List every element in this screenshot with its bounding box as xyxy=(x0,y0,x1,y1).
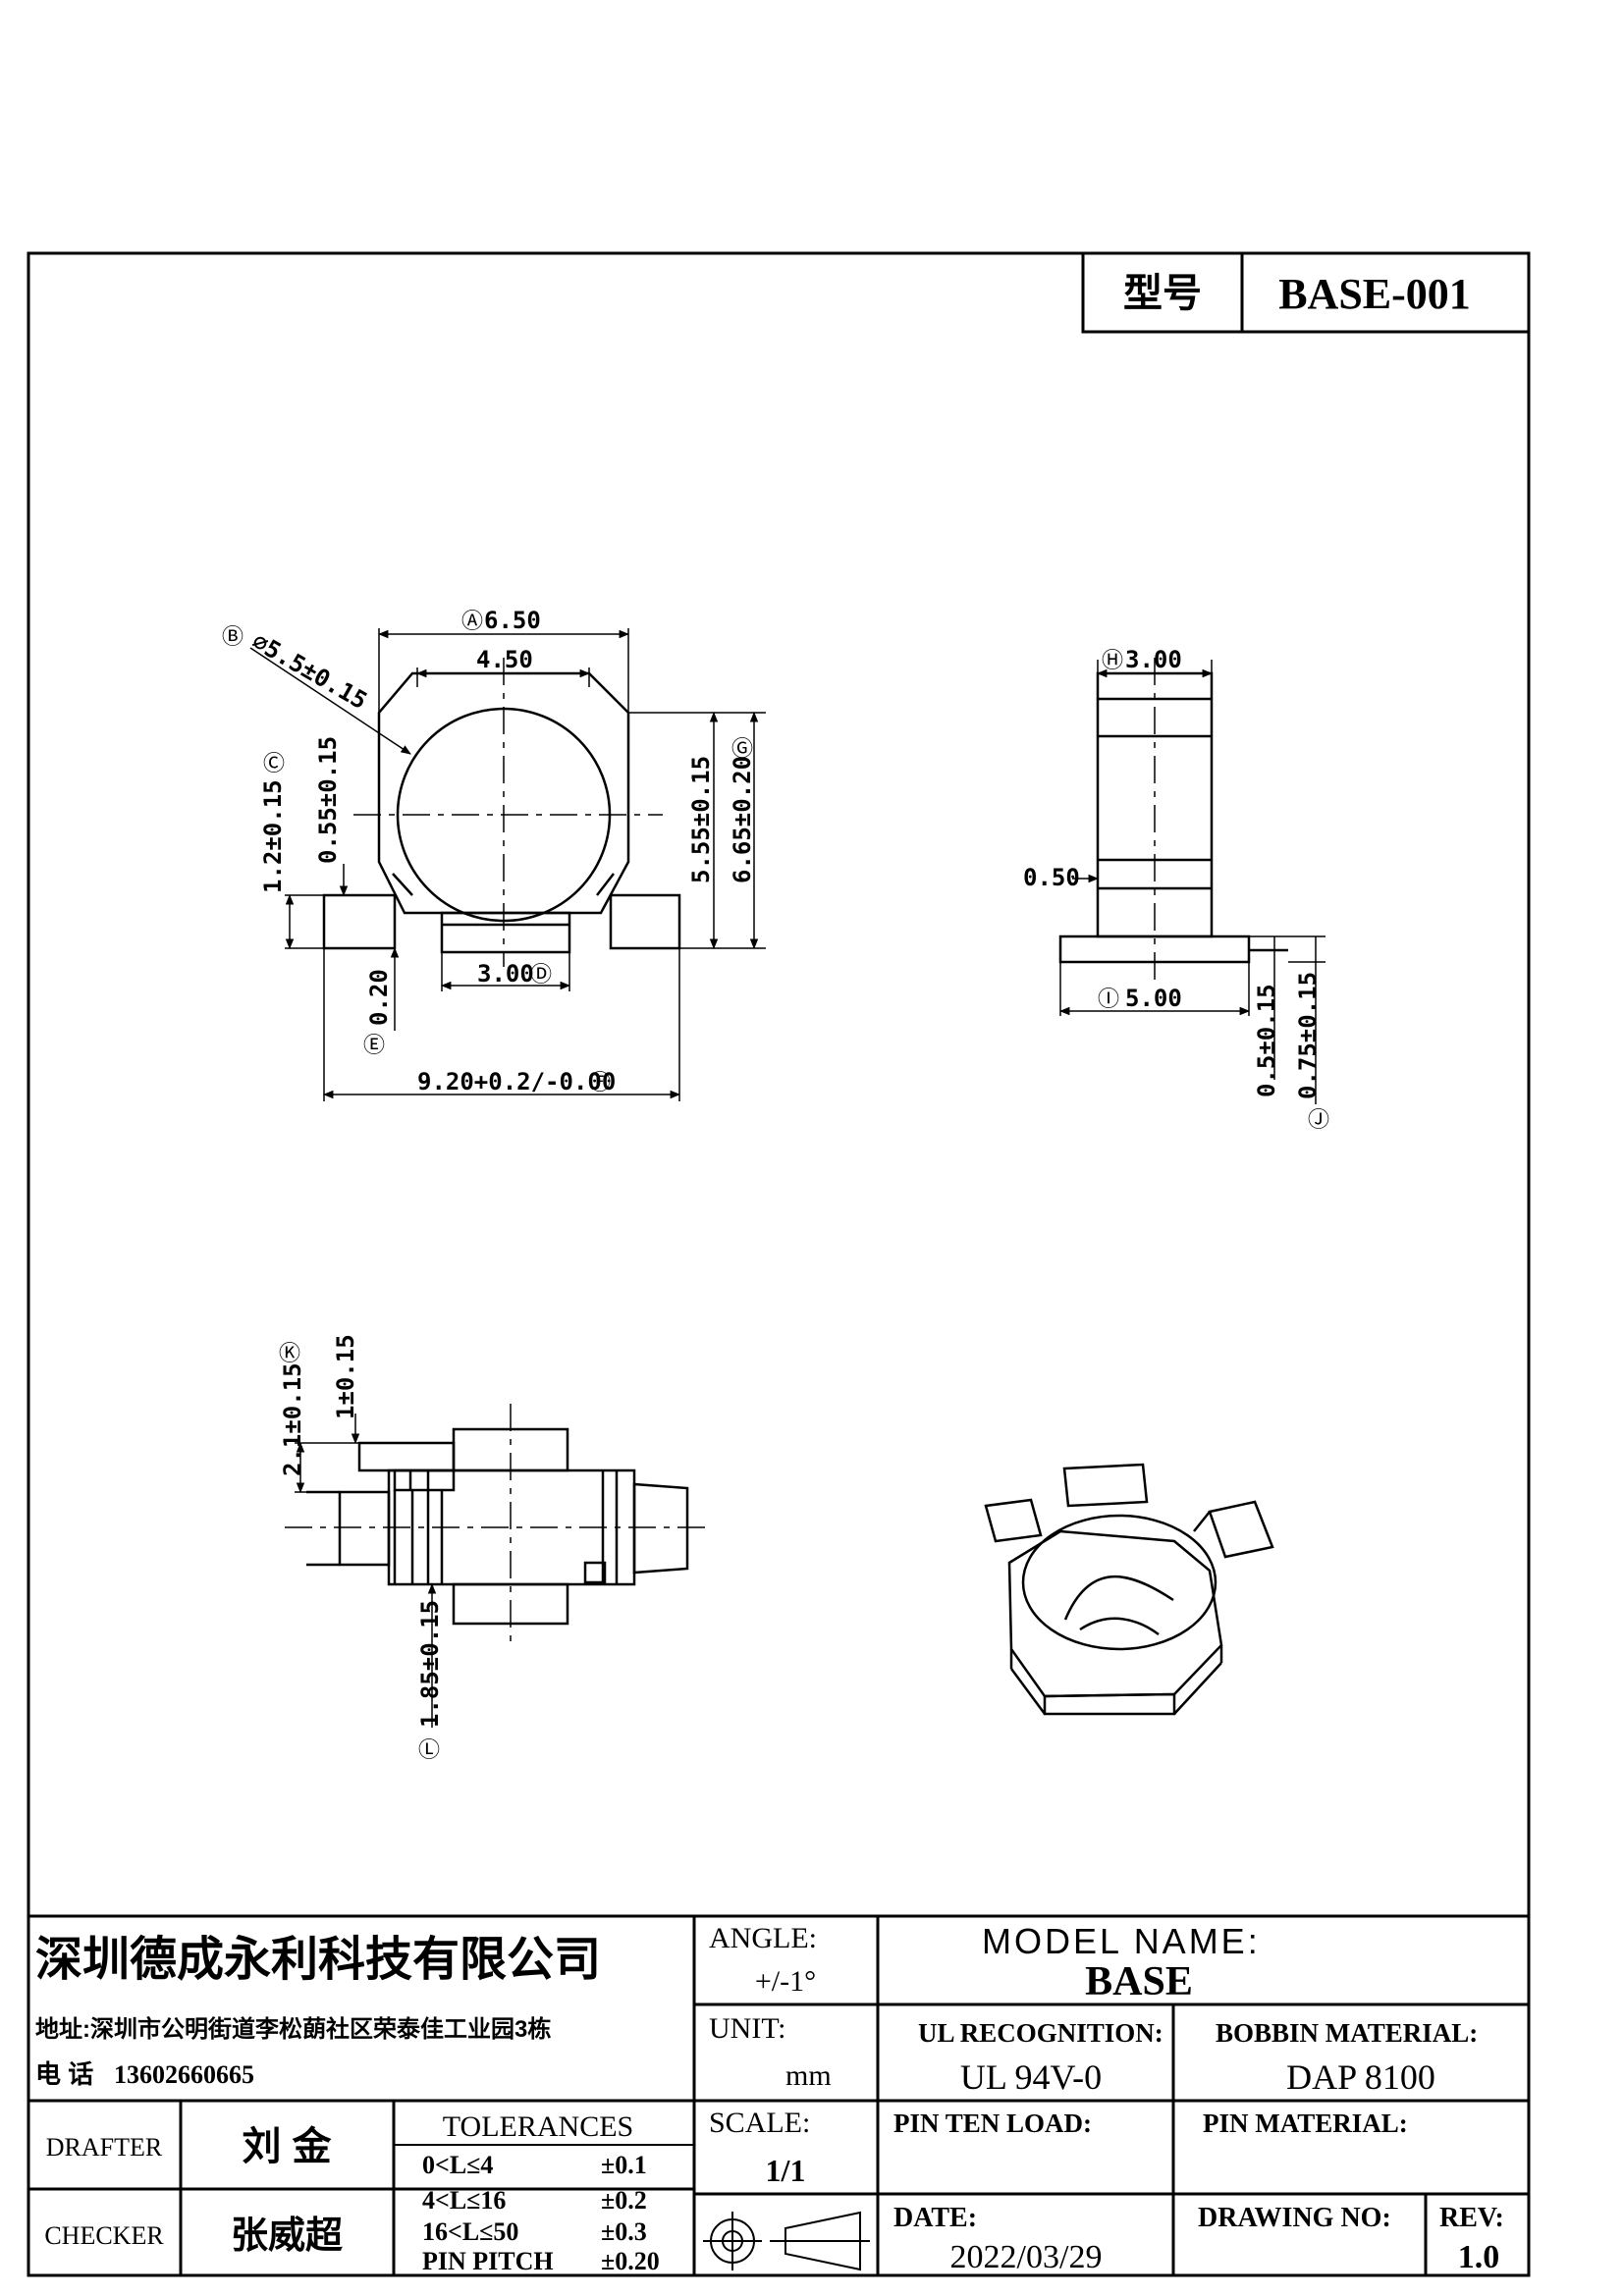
date-label: DATE: xyxy=(893,2203,977,2233)
top-view xyxy=(249,628,766,1101)
ul-value: UL 94V-0 xyxy=(960,2057,1102,2097)
model-name-value: BASE xyxy=(1085,1959,1193,2004)
dim-j2-value: 0.75±0.15 xyxy=(1294,972,1322,1099)
dim-c2-value: 0.55±0.15 xyxy=(314,736,342,864)
dim-g2-value: 6.65±0.20 xyxy=(729,756,756,883)
front-view-left-pin xyxy=(338,1490,391,1567)
dim-d-value: 3.00 xyxy=(477,960,534,988)
unit-value: mm xyxy=(785,2059,832,2092)
pin-load-label: PIN TEN LOAD: xyxy=(893,2109,1092,2138)
dim-e-label: Ⓔ xyxy=(363,1033,385,1057)
scale-value: 1/1 xyxy=(766,2153,806,2188)
dim-b-value: ⌀5.5±0.15 xyxy=(247,627,372,715)
dim-d-label: Ⓓ xyxy=(530,962,552,987)
tolerance-range-4: PIN PITCH xyxy=(422,2247,554,2275)
dim-l-label: Ⓛ xyxy=(418,1737,440,1762)
tolerance-range-3: 16<L≤50 xyxy=(422,2217,518,2246)
bobbin-label: BOBBIN MATERIAL: xyxy=(1216,2018,1478,2048)
title-block xyxy=(28,1914,1529,2275)
title-block-text: 深圳德成永利科技有限公司 地址:深圳市公明街道李松蓢社区荣泰佳工业园3栋 电 话… xyxy=(35,1921,1504,2275)
scale-label: SCALE: xyxy=(709,2107,810,2139)
dim-j-label: Ⓙ xyxy=(1308,1107,1329,1132)
tolerance-value-4: ±0.20 xyxy=(601,2247,660,2275)
dim-050-value: 0.50 xyxy=(1023,864,1080,891)
header-model-label: 型号 xyxy=(1123,272,1202,315)
tolerances-label: TOLERANCES xyxy=(443,2110,633,2143)
dim-k-label: Ⓚ xyxy=(279,1341,300,1365)
angle-label: ANGLE: xyxy=(709,1922,817,1954)
tolerance-range-2: 4<L≤16 xyxy=(422,2186,506,2215)
dim-h-label: Ⓗ xyxy=(1102,648,1123,672)
side-view-labels: Ⓗ 3.00 0.50 Ⓘ 5.00 0.5±0.15 0.75±0.15 Ⓙ xyxy=(1023,646,1329,1132)
dim-l-value: 1.85±0.15 xyxy=(416,1600,444,1728)
checker-value: 张威超 xyxy=(231,2216,344,2257)
tolerance-value-3: ±0.3 xyxy=(601,2217,647,2246)
pin-material-label: PIN MATERIAL: xyxy=(1203,2109,1408,2138)
dim-g1-value: 5.55±0.15 xyxy=(687,756,715,883)
drafter-value: 刘 金 xyxy=(242,2124,332,2168)
dim-i-value: 5.00 xyxy=(1125,985,1182,1012)
phone-label: 电 话 xyxy=(35,2059,93,2089)
dim-c1-value: 1.2±0.15 xyxy=(259,779,287,893)
dim-k1-value: 2.1±0.15 xyxy=(279,1362,306,1476)
front-view-labels: Ⓚ 2.1±0.15 1±0.15 1.85±0.15 Ⓛ xyxy=(279,1334,444,1762)
tolerance-value-1: ±0.1 xyxy=(601,2151,647,2179)
dim-i-label: Ⓘ xyxy=(1098,987,1119,1011)
tolerance-range-1: 0<L≤4 xyxy=(422,2151,493,2179)
phone-number: 13602660665 xyxy=(114,2060,254,2089)
angle-value: +/-1° xyxy=(755,1965,816,1998)
drafter-label: DRAFTER xyxy=(46,2133,163,2162)
top-view-left-tab xyxy=(322,893,397,950)
top-view-body xyxy=(377,671,630,915)
dim-f-value: 9.20+0.2/-0.00 xyxy=(417,1068,616,1095)
side-view xyxy=(1058,658,1325,1104)
date-value: 2022/03/29 xyxy=(950,2239,1103,2275)
dim-e-value: 0.20 xyxy=(365,969,393,1026)
unit-label: UNIT: xyxy=(709,2012,786,2045)
drawing-frame xyxy=(27,251,1531,2277)
tolerance-value-2: ±0.2 xyxy=(601,2186,647,2215)
company-name: 深圳德成永利科技有限公司 xyxy=(35,1934,601,1986)
isometric-view xyxy=(984,1463,1274,1716)
top-view-bottom-tab xyxy=(440,911,571,954)
drawing-no-label: DRAWING NO: xyxy=(1198,2203,1391,2233)
company-address: 地址:深圳市公明街道李松蓢社区荣泰佳工业园3栋 xyxy=(35,2015,551,2043)
header-model-box: 型号 BASE-001 xyxy=(1081,251,1531,334)
checker-label: CHECKER xyxy=(44,2221,164,2250)
top-view-right-tab xyxy=(609,893,681,950)
bobbin-value: DAP 8100 xyxy=(1286,2057,1435,2097)
projection-symbol xyxy=(703,2211,870,2271)
dim-b-label: Ⓑ xyxy=(222,624,243,649)
dim-f-label: Ⓕ xyxy=(589,1070,611,1095)
dim-g-label: Ⓖ xyxy=(731,736,753,761)
dim-inner-value: 4.50 xyxy=(476,646,533,673)
top-view-labels: Ⓐ 6.50 4.50 Ⓑ ⌀5.5±0.15 Ⓒ 1.2±0.15 0.55±… xyxy=(222,607,756,1095)
dim-j1-value: 0.5±0.15 xyxy=(1253,984,1280,1097)
dim-c-label: Ⓒ xyxy=(263,751,285,775)
ul-label: UL RECOGNITION: xyxy=(918,2018,1163,2048)
dim-a-label: Ⓐ xyxy=(461,609,483,633)
front-view xyxy=(285,1404,707,1728)
model-name-label: MODEL NAME: xyxy=(982,1921,1261,1961)
rev-label: REV: xyxy=(1439,2203,1504,2233)
front-view-top-plate xyxy=(357,1441,456,1472)
front-view-right-pin xyxy=(632,1482,689,1575)
dim-k2-value: 1±0.15 xyxy=(332,1334,359,1419)
header-model-value: BASE-001 xyxy=(1278,270,1471,318)
dim-a-value: 6.50 xyxy=(484,607,541,634)
rev-value: 1.0 xyxy=(1458,2239,1500,2275)
dim-h-value: 3.00 xyxy=(1125,646,1182,673)
